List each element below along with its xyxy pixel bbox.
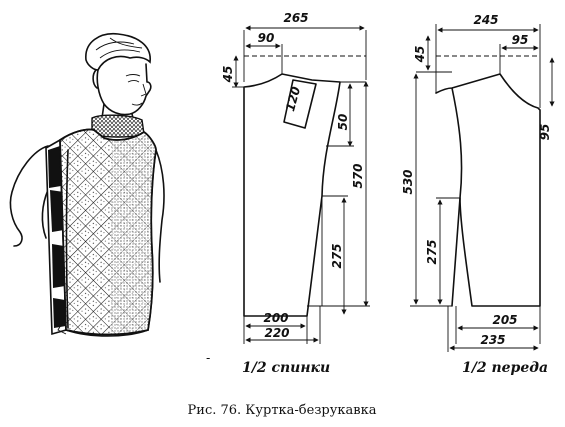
front-pattern — [410, 24, 555, 352]
front-neck-label: 95 — [512, 33, 529, 47]
head — [96, 63, 152, 116]
front-outline — [435, 73, 541, 307]
back-label: 1/2 спинки — [242, 360, 330, 376]
back-hem-half-label: 200 — [263, 311, 288, 325]
back-armhole-depth-label: 50 — [336, 114, 350, 131]
back-shoulder-drop-label: 45 — [221, 66, 235, 84]
back-width-label: 265 — [283, 11, 308, 25]
front-slit-label: 275 — [425, 239, 439, 264]
front-neck-depth-label: 95 — [538, 124, 552, 141]
vest-illustration — [9, 33, 165, 337]
bullet-mark: - — [206, 351, 210, 365]
front-side-length-label: 530 — [401, 169, 415, 194]
right-arm — [155, 149, 165, 283]
front-hem-full-label: 235 — [480, 333, 505, 347]
vest-right-panel — [110, 134, 156, 334]
left-arm — [9, 145, 49, 247]
back-hem-full-label: 220 — [264, 326, 289, 340]
back-pattern — [232, 25, 370, 344]
front-label: 1/2 переда — [462, 360, 548, 376]
front-shoulder-drop-label: 45 — [413, 46, 427, 64]
front-width-label: 245 — [473, 13, 498, 27]
back-slit-label: 275 — [330, 243, 344, 268]
back-armhole-piece — [283, 79, 317, 129]
back-side-length-label: 570 — [351, 163, 365, 188]
front-hem-half-label: 205 — [492, 313, 517, 327]
back-neck-label: 90 — [258, 31, 275, 45]
back-outline — [243, 73, 341, 317]
hair — [85, 33, 151, 71]
front-side-line — [451, 197, 461, 307]
back-armhole-piece-label: 120 — [283, 85, 303, 113]
figure-caption: Рис. 76. Куртка-безрукавка — [188, 403, 377, 418]
